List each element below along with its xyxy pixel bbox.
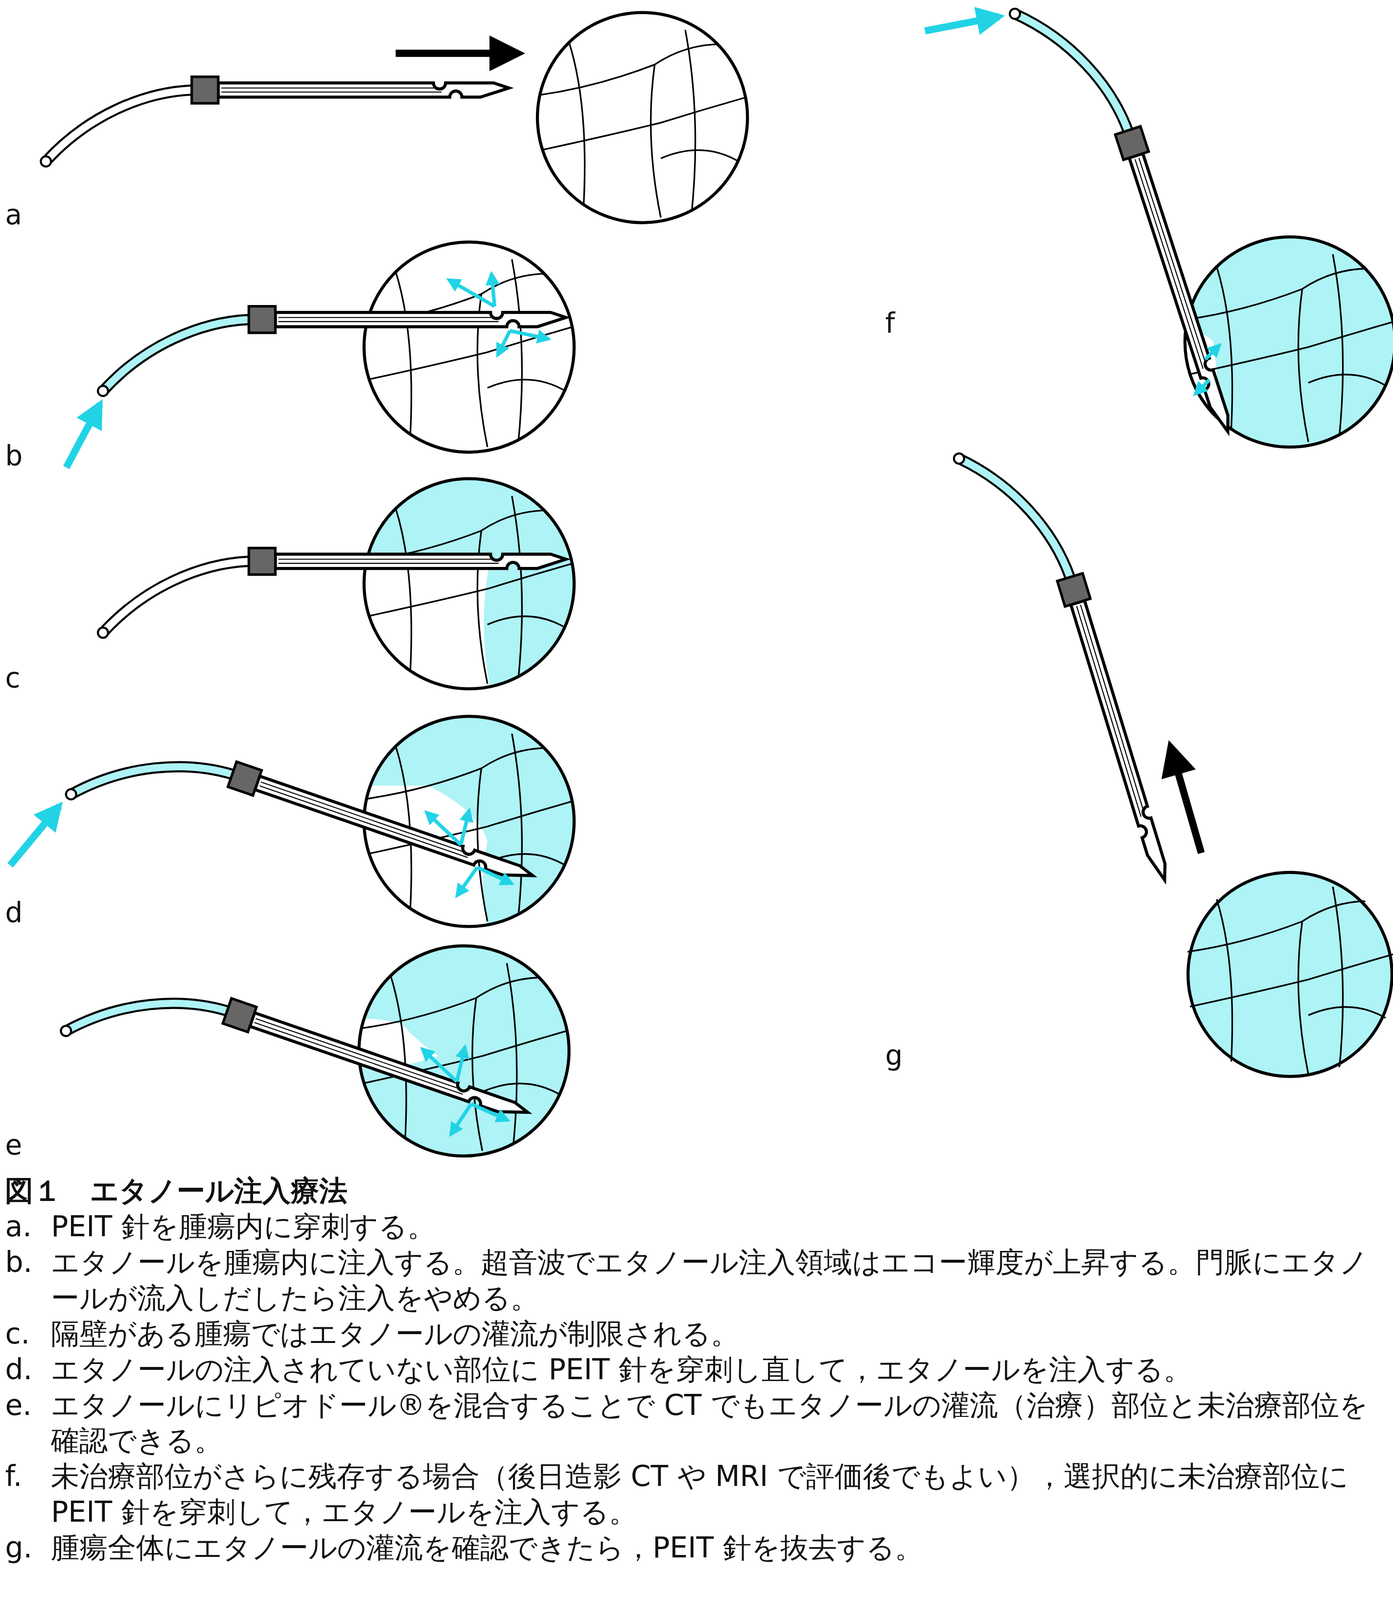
- panel-letter: f: [884, 307, 895, 339]
- panel-letter: d: [4, 897, 23, 928]
- panel-letter: a: [4, 199, 22, 231]
- item-marker: g.: [4, 1529, 51, 1566]
- item-text: エタノールにリピオドール®を混合することで CT でもエタノールの灌流（治療）部…: [50, 1387, 1391, 1459]
- item-text: エタノールの注入されていない部位に PEIT 針を穿刺し直して，エタノールを注入…: [50, 1351, 1391, 1388]
- panel-letter: e: [4, 1129, 23, 1161]
- panel-letter: c: [4, 662, 21, 694]
- figure-title: 図１ エタノール注入療法: [4, 1172, 1390, 1209]
- caption-item: g.腫瘍全体にエタノールの灌流を確認できたら，PEIT 針を抜去する。: [4, 1529, 1390, 1566]
- caption-block: 図１ エタノール注入療法a.PEIT 針を腫瘍内に穿刺する。b.エタノールを腫瘍…: [4, 1172, 1390, 1566]
- caption-item: b.エタノールを腫瘍内に注入する。超音波でエタノール注入領域はエコー輝度が上昇す…: [4, 1244, 1390, 1316]
- item-marker: c.: [4, 1315, 51, 1352]
- item-text: 腫瘍全体にエタノールの灌流を確認できたら，PEIT 針を抜去する。: [50, 1529, 1391, 1566]
- caption-item: c.隔壁がある腫瘍ではエタノールの灌流が制限される。: [4, 1315, 1390, 1352]
- item-marker: e.: [4, 1387, 51, 1459]
- item-text: エタノールを腫瘍内に注入する。超音波でエタノール注入領域はエコー輝度が上昇する。…: [50, 1244, 1391, 1316]
- item-marker: b.: [4, 1244, 51, 1316]
- item-text: PEIT 針を腫瘍内に穿刺する。: [50, 1208, 1391, 1245]
- caption-item: f.未治療部位がさらに残存する場合（後日造影 CT や MRI で評価後でもよい…: [4, 1458, 1390, 1530]
- item-marker: a.: [4, 1208, 51, 1245]
- item-marker: f.: [4, 1458, 51, 1530]
- panel-letter: b: [4, 440, 23, 471]
- caption-item: e.エタノールにリピオドール®を混合することで CT でもエタノールの灌流（治療…: [4, 1387, 1390, 1459]
- panel-letter: g: [884, 1040, 903, 1071]
- item-marker: d.: [4, 1351, 51, 1388]
- item-text: 未治療部位がさらに残存する場合（後日造影 CT や MRI で評価後でもよい），…: [50, 1458, 1391, 1530]
- item-text: 隔壁がある腫瘍ではエタノールの灌流が制限される。: [50, 1315, 1391, 1352]
- caption-item: a.PEIT 針を腫瘍内に穿刺する。: [4, 1208, 1390, 1245]
- caption-item: d.エタノールの注入されていない部位に PEIT 針を穿刺し直して，エタノールを…: [4, 1351, 1390, 1388]
